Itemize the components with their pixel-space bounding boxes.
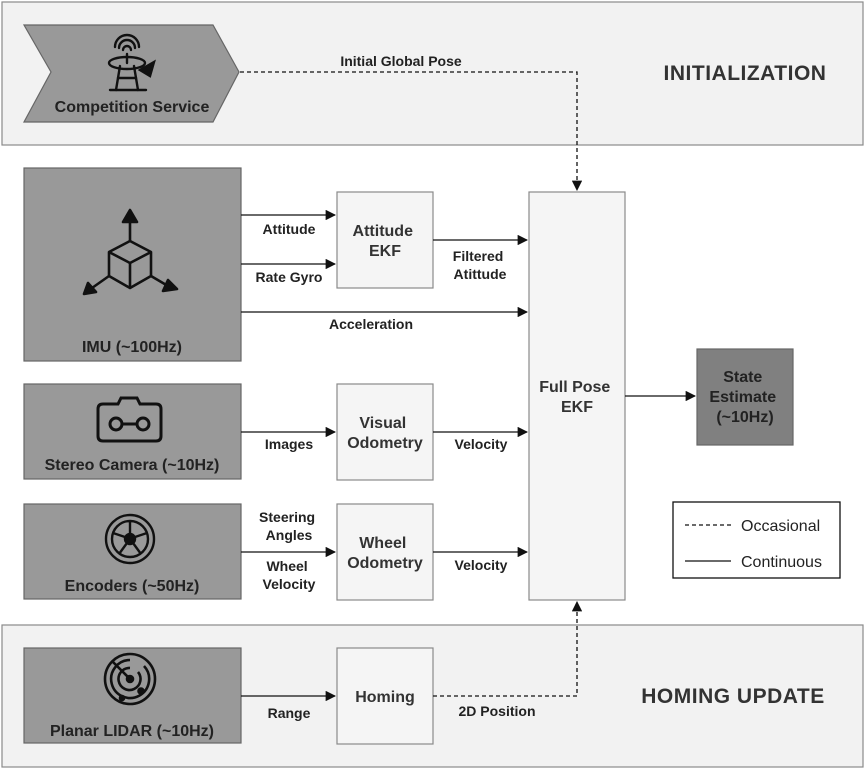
initialization-title: INITIALIZATION <box>664 62 827 85</box>
full-pose-ekf-node: Full Pose EKF <box>528 191 626 601</box>
edge-initial-global-pose <box>240 71 583 192</box>
edges <box>240 71 697 702</box>
legend-occasional-label: Occasional <box>741 518 820 535</box>
imu-label: IMU (~100Hz) <box>82 339 182 356</box>
attitude-ekf-label-line1: Attitude <box>353 223 414 240</box>
attitude-ekf-label-line2: EKF <box>369 243 401 260</box>
imu-node: IMU (~100Hz) <box>23 167 242 362</box>
wheel-odometry-node: Wheel Odometry <box>336 503 434 601</box>
state-estimate-label-line2: Estimate <box>709 389 776 406</box>
svg-text:Attitude EKF: Attitude EKF <box>353 223 418 260</box>
satellite-antenna-icon <box>107 33 156 92</box>
acceleration-label: Acceleration <box>329 316 413 332</box>
filtered-attitude-label: Filtered Atittude <box>453 248 507 282</box>
homing-node: Homing <box>336 647 434 745</box>
state-estimate-label-line1: State <box>723 369 762 386</box>
state-estimate-node: State Estimate (~10Hz) <box>696 348 794 446</box>
full-pose-ekf-label-line2: EKF <box>561 399 593 416</box>
stereo-camera-node: Stereo Camera (~10Hz) <box>23 383 242 480</box>
svg-text:State Estimate (~1: State Estimate (~10Hz) <box>709 369 780 426</box>
encoders-node: Encoders (~50Hz) <box>23 503 242 600</box>
edge-labels: Initial Global Pose Attitude Rate Gyro F… <box>256 53 536 721</box>
range-label: Range <box>268 705 311 721</box>
wheel-odometry-label-line2: Odometry <box>347 555 423 572</box>
wheel-velocity-label: Wheel Velocity <box>263 558 316 592</box>
planar-lidar-label: Planar LIDAR (~10Hz) <box>50 723 214 740</box>
initial-global-pose-label: Initial Global Pose <box>340 53 462 69</box>
attitude-ekf-node: Attitude EKF <box>336 191 434 289</box>
attitude-label: Attitude <box>263 221 316 237</box>
state-estimate-label-line3: (~10Hz) <box>716 409 773 426</box>
full-pose-ekf-label-line1: Full Pose <box>539 379 610 396</box>
visual-odometry-label-line2: Odometry <box>347 435 423 452</box>
rate-gyro-label: Rate Gyro <box>256 269 323 285</box>
competition-service-label: Competition Service <box>55 99 210 116</box>
legend-continuous-label: Continuous <box>741 554 822 571</box>
homing-update-title: HOMING UPDATE <box>641 685 824 708</box>
competition-service-node: Competition Service <box>22 24 240 123</box>
images-label: Images <box>265 436 313 452</box>
2d-position-label: 2D Position <box>458 703 535 719</box>
velocity-wheel-label: Velocity <box>455 557 508 573</box>
planar-lidar-node: Planar LIDAR (~10Hz) <box>23 647 242 744</box>
svg-text:Full Pose EKF: Full Pose EKF <box>539 379 615 416</box>
encoders-label: Encoders (~50Hz) <box>65 578 200 595</box>
wheel-icon <box>104 513 156 565</box>
homing-label: Homing <box>355 689 415 706</box>
steering-angles-label: Steering Angles <box>259 509 319 543</box>
visual-odometry-node: Visual Odometry <box>336 383 434 481</box>
wheel-odometry-label-line1: Wheel <box>359 535 406 552</box>
edge-2d-position <box>433 600 583 697</box>
svg-text:Wheel Odometry: Wheel Odometry <box>347 535 423 572</box>
legend: Occasional Continuous <box>672 501 841 579</box>
stereo-camera-label: Stereo Camera (~10Hz) <box>45 457 220 474</box>
velocity-visual-label: Velocity <box>455 436 508 452</box>
stereo-camera-icon <box>96 396 163 443</box>
visual-odometry-label-line1: Visual <box>359 415 406 432</box>
svg-text:Visual Odometry: Visual Odometry <box>347 415 423 452</box>
3d-axes-cube-icon <box>82 208 179 296</box>
radar-icon <box>103 652 157 706</box>
